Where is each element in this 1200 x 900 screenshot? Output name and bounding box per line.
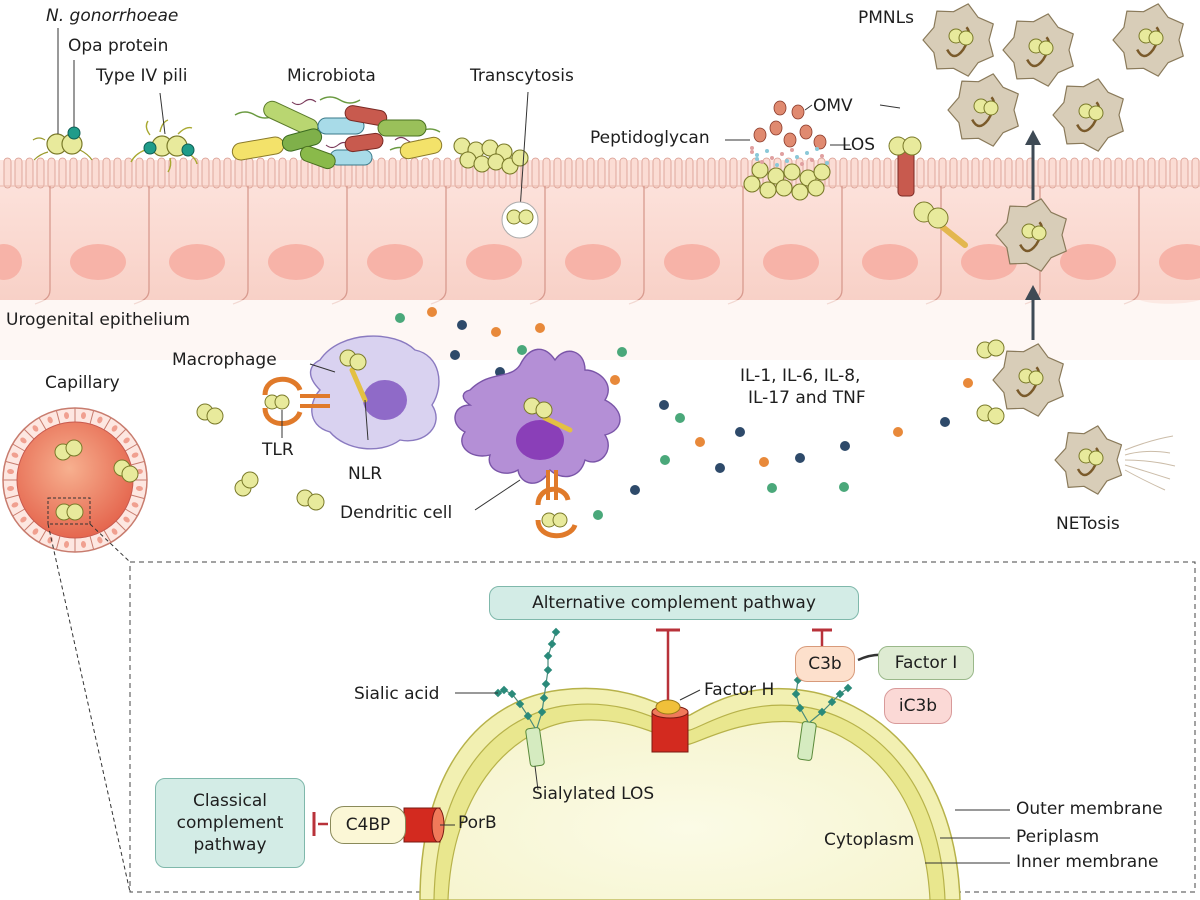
omv-label: OMV [813, 96, 853, 116]
pili-label: Type IV pili [96, 66, 188, 86]
sialic-acid-label: Sialic acid [354, 684, 440, 704]
los-label: LOS [842, 135, 876, 155]
capillary [2, 407, 148, 893]
bacterial-envelope [419, 687, 961, 900]
alternative-pathway-box: Alternative complement pathway [489, 586, 859, 620]
tlr-receptor [262, 376, 330, 438]
classical-pathway-box: Classical complement pathway [155, 778, 305, 868]
migration-arrows [1025, 130, 1041, 340]
factor-h-label: Factor H [704, 680, 775, 700]
ic3b-box: iC3b [884, 688, 952, 724]
receptor-pillar [888, 136, 922, 197]
factor-i-box: Factor I [878, 646, 974, 680]
cytoplasm-label: Cytoplasm [824, 830, 915, 850]
sialylated-los-left [455, 627, 561, 791]
transcytosis-label: Transcytosis [470, 66, 574, 86]
periplasm-label: Periplasm [1016, 827, 1100, 847]
inner-membrane-label: Inner membrane [1016, 852, 1159, 872]
outer-membrane-label: Outer membrane [1016, 799, 1163, 819]
transcytosis-pointer [519, 91, 529, 211]
microbiota-label: Microbiota [287, 66, 376, 86]
free-bacteria [196, 339, 1005, 511]
netosis-cell [1124, 435, 1176, 491]
opa-label: Opa protein [68, 36, 169, 56]
microvilli [0, 157, 1200, 189]
membrane-pointers [925, 809, 1010, 864]
peptidoglycan-label: Peptidoglycan [590, 128, 710, 148]
omv-los-cluster [725, 100, 850, 201]
macrophage-label: Macrophage [172, 350, 277, 370]
cytokines-line2: IL-17 and TNF [748, 388, 866, 408]
netosis-label: NETosis [1056, 514, 1120, 534]
capillary-label: Capillary [45, 373, 120, 393]
epithelium-label: Urogenital epithelium [6, 310, 191, 330]
internalized-bacterium [913, 201, 968, 248]
classical-line1: Classical [193, 790, 267, 811]
pmnl-group [922, 3, 1184, 495]
label-pointers [309, 104, 901, 373]
cell-nuclei [0, 244, 1200, 280]
species-label: N. gonorrhoeae [46, 6, 179, 26]
cytokine-dots [395, 307, 973, 520]
pmnls-label: PMNLs [858, 8, 914, 28]
dendritic-label: Dendritic cell [340, 503, 453, 523]
c4bp-box: C4BP [330, 806, 406, 844]
dendritic-cell [454, 348, 621, 539]
cytokines-line1: IL-1, IL-6, IL-8, [740, 366, 861, 386]
classical-line2: complement [176, 812, 284, 833]
sialylated-los-label: Sialylated LOS [532, 784, 655, 804]
porb-label: PorB [458, 813, 497, 833]
factor-h-complex [651, 628, 701, 753]
gonococcus-pili [130, 92, 198, 173]
gonococcus-opa [32, 28, 93, 161]
microbiota-cluster [231, 96, 443, 170]
nlr-label: NLR [348, 464, 382, 484]
tlr-label: TLR [262, 440, 294, 460]
macrophage [309, 335, 440, 450]
classical-line3: pathway [193, 835, 267, 856]
c3b-box: C3b [795, 646, 855, 682]
